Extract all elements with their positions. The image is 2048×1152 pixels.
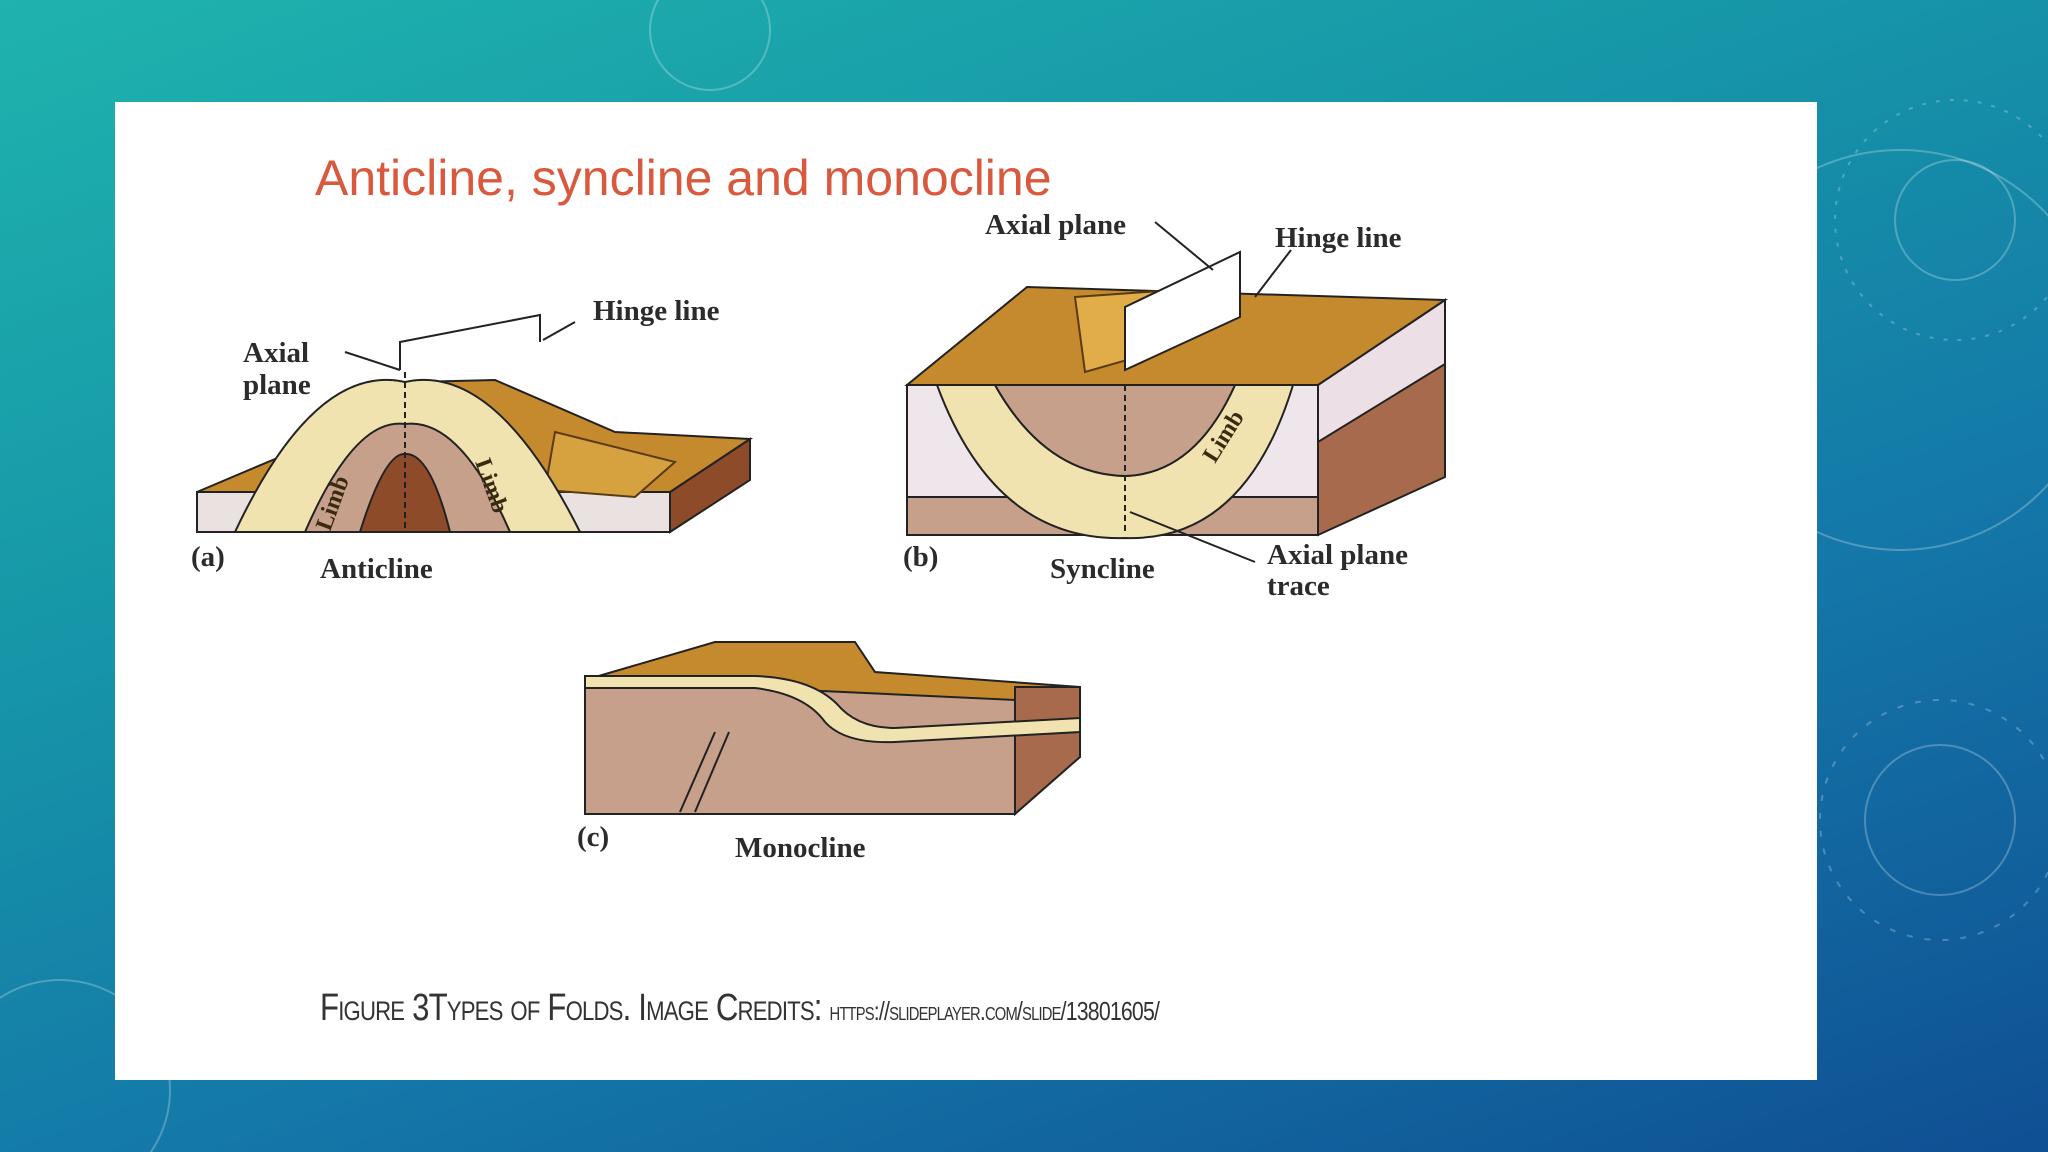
monocline-letter: (c) (577, 821, 609, 853)
caption-url: https://slideplayer.com/slide/13801605/ (829, 996, 1160, 1026)
folds-diagram: Anticline, syncline and monocline Hinge … (191, 150, 1449, 864)
syncline-block: Axial plane Hinge line Axial plane trace… (903, 209, 1449, 602)
anticline-name: Anticline (320, 553, 433, 585)
anticline-block: Hinge line Axial plane Limb Limb (a) Ant… (191, 295, 754, 585)
monocline-side (1014, 686, 1081, 817)
anticline-letter: (a) (191, 541, 225, 573)
syncline-axial-plane (1124, 250, 1241, 372)
slide-title: Anticline, syncline and monocline (315, 150, 1052, 206)
monocline-block: (c) Monocline (577, 641, 1081, 864)
monocline-fault-2 (694, 731, 730, 813)
monocline-layer (584, 675, 1081, 744)
syncline-hinge-label: Hinge line (1275, 222, 1402, 254)
syncline-trace-label-1: Axial plane (1267, 539, 1408, 571)
syncline-axial-label: Axial plane (985, 209, 1126, 241)
syncline-trace-label-2: trace (1267, 570, 1330, 602)
anticline-axial-label-2: plane (243, 369, 311, 401)
anticline-outcrop (543, 430, 678, 499)
caption-text: Figure 3Types of Folds. Image Credits: (320, 987, 830, 1029)
syncline-hinge-pointer (1254, 249, 1292, 298)
figure-card: Anticline, syncline and monocline Hinge … (115, 102, 1817, 1080)
syncline-trace-pointer (1129, 511, 1256, 563)
monocline-fault-1 (679, 731, 716, 813)
anticline-hinge-label: Hinge line (593, 295, 720, 327)
anticline-axial-pointer (344, 351, 401, 371)
monocline-name: Monocline (735, 832, 866, 864)
anticline-hinge-marker (399, 313, 541, 370)
syncline-name: Syncline (1050, 553, 1155, 585)
anticline-axial-label-1: Axial (243, 337, 309, 369)
syncline-letter: (b) (903, 541, 938, 573)
figure-caption: Figure 3Types of Folds. Image Credits: h… (320, 987, 1160, 1030)
syncline-axial-pointer (1154, 221, 1214, 271)
anticline-hinge-pointer (542, 321, 576, 341)
